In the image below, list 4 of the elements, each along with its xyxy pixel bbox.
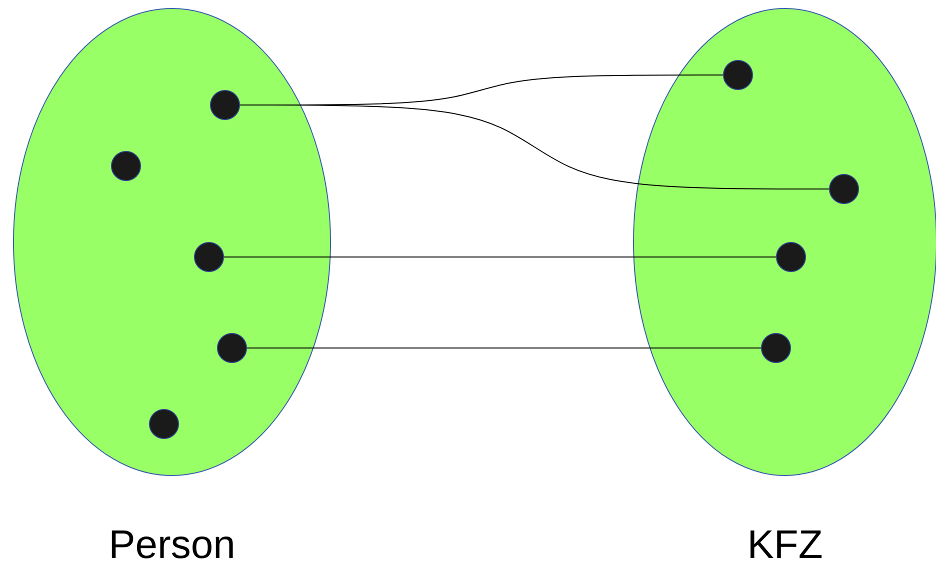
set-label: KFZ	[747, 525, 823, 563]
set-ellipse	[13, 8, 331, 476]
set-label: Person	[108, 525, 236, 563]
connector-line	[224, 256, 776, 258]
